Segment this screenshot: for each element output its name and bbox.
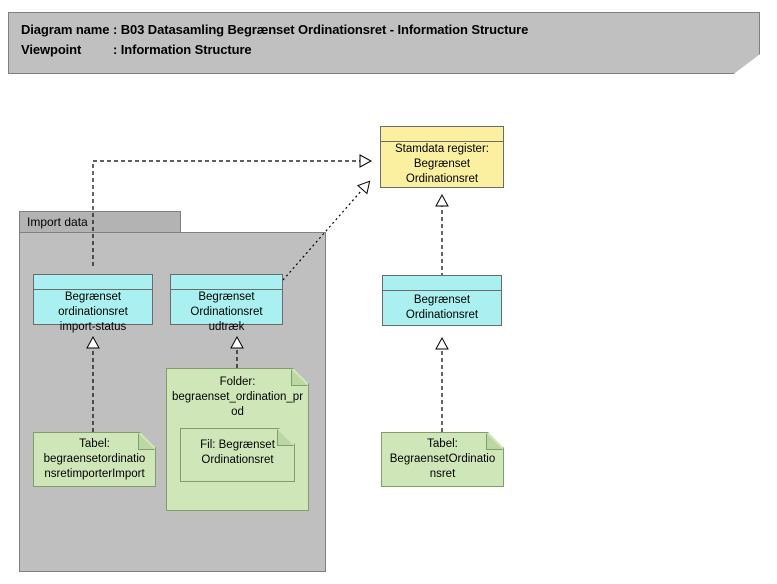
- viewpoint-value: Information Structure: [120, 42, 252, 57]
- node-label-line1: Tabel:: [427, 438, 458, 450]
- node-header-strip: [383, 276, 501, 291]
- node-label-line2: Ordinationsret: [201, 454, 274, 466]
- diagram-name-label: Diagram name: [21, 22, 110, 37]
- node-label: Fil: Begrænset Ordinationsret: [181, 438, 294, 468]
- node-header-strip: [381, 127, 503, 142]
- diagram-name-separator: :: [113, 22, 118, 37]
- node-label-line3: udtræk: [208, 321, 245, 333]
- viewpoint-label: Viewpoint: [21, 42, 82, 57]
- node-label-line2: ordinationsret: [58, 306, 128, 318]
- node-label-line1: Tabel:: [79, 438, 110, 450]
- node-label-line1: Folder:: [219, 376, 256, 388]
- node-label-line1: Stamdata register:: [395, 143, 489, 155]
- node-stamdata-register[interactable]: Stamdata register: Begrænset Ordinations…: [380, 126, 504, 188]
- node-label-line1: Begrænset: [198, 291, 255, 303]
- node-tabel-begraensetordinationsretimporterimport[interactable]: Tabel: begraensetordinatio nsretimporter…: [33, 432, 156, 487]
- node-label-line3: Ordinationsret: [405, 173, 479, 185]
- node-label: Begrænset Ordinationsret udtræk: [171, 290, 282, 335]
- node-label: Folder: begraenset_ordination_pr od: [167, 375, 308, 420]
- node-label-line2: Ordinationsret: [190, 306, 263, 318]
- node-label-line3: od: [231, 406, 244, 418]
- node-begraenset-ordinationsret-udtraek[interactable]: Begrænset Ordinationsret udtræk: [170, 274, 283, 333]
- node-label-line3: nsret: [429, 468, 456, 480]
- node-begraenset-ordinationsret[interactable]: Begrænset Ordinationsret: [382, 275, 502, 326]
- node-tabel-begraensetordinationsret[interactable]: Tabel: BegraensetOrdinatio nsret: [381, 432, 504, 487]
- node-label-line1: Begrænset: [413, 294, 471, 306]
- diagram-name-row: Diagram name: B03 Datasamling Begrænset …: [21, 22, 528, 37]
- package-tab: Import data: [19, 211, 181, 233]
- node-label: Begrænset Ordinationsret: [383, 291, 501, 325]
- node-label: Begrænset ordinationsret import-status: [34, 290, 152, 335]
- node-label-line2: Begrænset: [413, 158, 471, 170]
- diagram-title-banner: Diagram name: B03 Datasamling Begrænset …: [8, 12, 760, 74]
- node-label-line2: begraenset_ordination_pr: [171, 391, 304, 403]
- node-label-line2: BegraensetOrdinatio: [389, 453, 496, 465]
- node-label-line1: Begrænset: [64, 291, 122, 303]
- viewpoint-row: Viewpoint: Information Structure: [21, 42, 252, 57]
- node-begraenset-ordinationsret-import-status[interactable]: Begrænset ordinationsret import-status: [33, 274, 153, 333]
- node-label-line2: begraensetordinatio: [43, 453, 146, 465]
- node-label-line3: import-status: [59, 321, 127, 333]
- node-label-line1: Fil: Begrænset: [200, 439, 275, 451]
- node-label-line2: Ordinationsret: [405, 309, 479, 321]
- node-fil-begraenset-ordinationsret[interactable]: Fil: Begrænset Ordinationsret: [180, 428, 295, 482]
- viewpoint-separator: :: [113, 42, 118, 57]
- diagram-name-value: B03 Datasamling Begrænset Ordinationsret…: [120, 22, 529, 37]
- node-label: Stamdata register: Begrænset Ordinations…: [381, 142, 503, 187]
- node-label: Tabel: begraensetordinatio nsretimporter…: [34, 437, 155, 482]
- package-name-label: Import data: [27, 215, 88, 229]
- node-header-strip: [171, 275, 282, 290]
- node-header-strip: [34, 275, 152, 290]
- node-label-line3: nsretimporterImport: [44, 468, 145, 480]
- node-label: Tabel: BegraensetOrdinatio nsret: [382, 437, 503, 482]
